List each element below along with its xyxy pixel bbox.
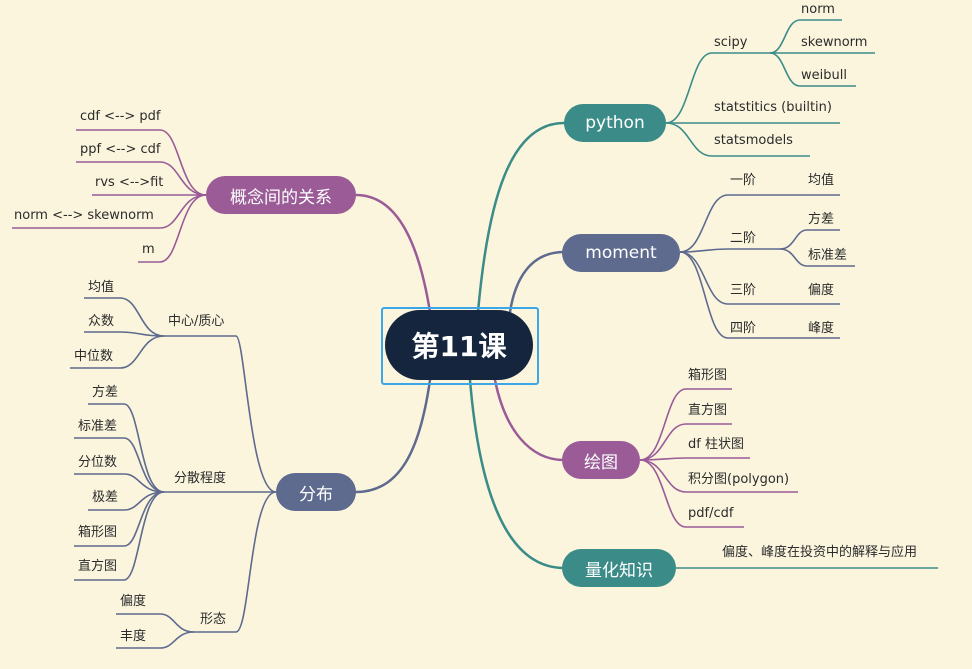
python-statsmodels[interactable]: statsmodels bbox=[714, 133, 793, 148]
dist-shape[interactable]: 形态 bbox=[200, 612, 227, 627]
concepts-connectors bbox=[12, 129, 207, 263]
connector-python bbox=[476, 121, 566, 314]
dist-center[interactable]: 中心/质心 bbox=[168, 314, 225, 329]
concept-m[interactable]: m bbox=[142, 242, 155, 257]
python-statistics[interactable]: statstitics (builtin) bbox=[714, 100, 832, 115]
connector-concepts bbox=[354, 193, 432, 314]
dist-variance[interactable]: 方差 bbox=[92, 385, 119, 400]
dist-median[interactable]: 中位数 bbox=[74, 349, 114, 364]
distribution-connectors bbox=[70, 297, 277, 649]
scipy-norm[interactable]: norm bbox=[801, 2, 835, 17]
dist-skewness[interactable]: 偏度 bbox=[120, 594, 147, 609]
connector-plotting bbox=[493, 378, 566, 462]
dist-range[interactable]: 极差 bbox=[92, 490, 119, 505]
moment-variance[interactable]: 方差 bbox=[808, 212, 835, 227]
moment-order-2[interactable]: 二阶 bbox=[730, 231, 757, 246]
dist-spread[interactable]: 分散程度 bbox=[174, 471, 227, 486]
dist-quantile[interactable]: 分位数 bbox=[78, 455, 118, 470]
moment-connectors bbox=[679, 194, 855, 339]
connector-distribution bbox=[354, 378, 432, 494]
concept-ppf-cdf[interactable]: ppf <--> cdf bbox=[80, 142, 161, 157]
python-scipy[interactable]: scipy bbox=[714, 35, 748, 50]
topic-quant[interactable]: 量化知识 bbox=[562, 549, 676, 587]
topic-distribution[interactable]: 分布 bbox=[276, 473, 356, 511]
topic-moment[interactable]: moment bbox=[562, 234, 680, 272]
concept-rvs-fit[interactable]: rvs <-->fit bbox=[95, 175, 164, 190]
plot-polygon[interactable]: 积分图(polygon) bbox=[688, 472, 790, 487]
center-selection-box bbox=[381, 307, 539, 385]
python-connectors bbox=[665, 19, 875, 157]
plot-pdf-cdf[interactable]: pdf/cdf bbox=[688, 506, 734, 521]
scipy-weibull[interactable]: weibull bbox=[801, 68, 847, 83]
plot-df-bar[interactable]: df 柱状图 bbox=[688, 437, 744, 452]
dist-mode[interactable]: 众数 bbox=[88, 314, 115, 329]
dist-histogram[interactable]: 直方图 bbox=[78, 559, 118, 574]
concept-cdf-pdf[interactable]: cdf <--> pdf bbox=[80, 109, 161, 124]
concept-norm-skewnorm[interactable]: norm <--> skewnorm bbox=[14, 208, 154, 223]
connector-moment bbox=[508, 250, 566, 314]
connector-quant bbox=[468, 378, 566, 570]
dist-boxplot[interactable]: 箱形图 bbox=[78, 525, 118, 540]
topic-concepts[interactable]: 概念间的关系 bbox=[206, 176, 356, 214]
dist-stddev[interactable]: 标准差 bbox=[78, 419, 118, 434]
plot-histogram[interactable]: 直方图 bbox=[688, 403, 728, 418]
moment-order-4[interactable]: 四阶 bbox=[730, 321, 757, 336]
center-topic[interactable]: 第11课 bbox=[385, 310, 533, 380]
plotting-connectors bbox=[639, 388, 798, 528]
moment-kurtosis[interactable]: 峰度 bbox=[808, 321, 835, 336]
moment-order-1[interactable]: 一阶 bbox=[730, 173, 757, 188]
plot-boxplot[interactable]: 箱形图 bbox=[688, 368, 728, 383]
quant-application[interactable]: 偏度、峰度在投资中的解释与应用 bbox=[722, 545, 918, 560]
moment-mean[interactable]: 均值 bbox=[808, 173, 835, 188]
moment-stddev[interactable]: 标准差 bbox=[808, 248, 848, 263]
moment-skewness[interactable]: 偏度 bbox=[808, 283, 835, 298]
dist-kurtosis[interactable]: 丰度 bbox=[120, 629, 147, 644]
topic-plotting[interactable]: 绘图 bbox=[562, 441, 640, 479]
dist-mean[interactable]: 均值 bbox=[88, 280, 115, 295]
scipy-skewnorm[interactable]: skewnorm bbox=[801, 35, 868, 50]
moment-order-3[interactable]: 三阶 bbox=[730, 283, 757, 298]
topic-python[interactable]: python bbox=[564, 104, 666, 142]
